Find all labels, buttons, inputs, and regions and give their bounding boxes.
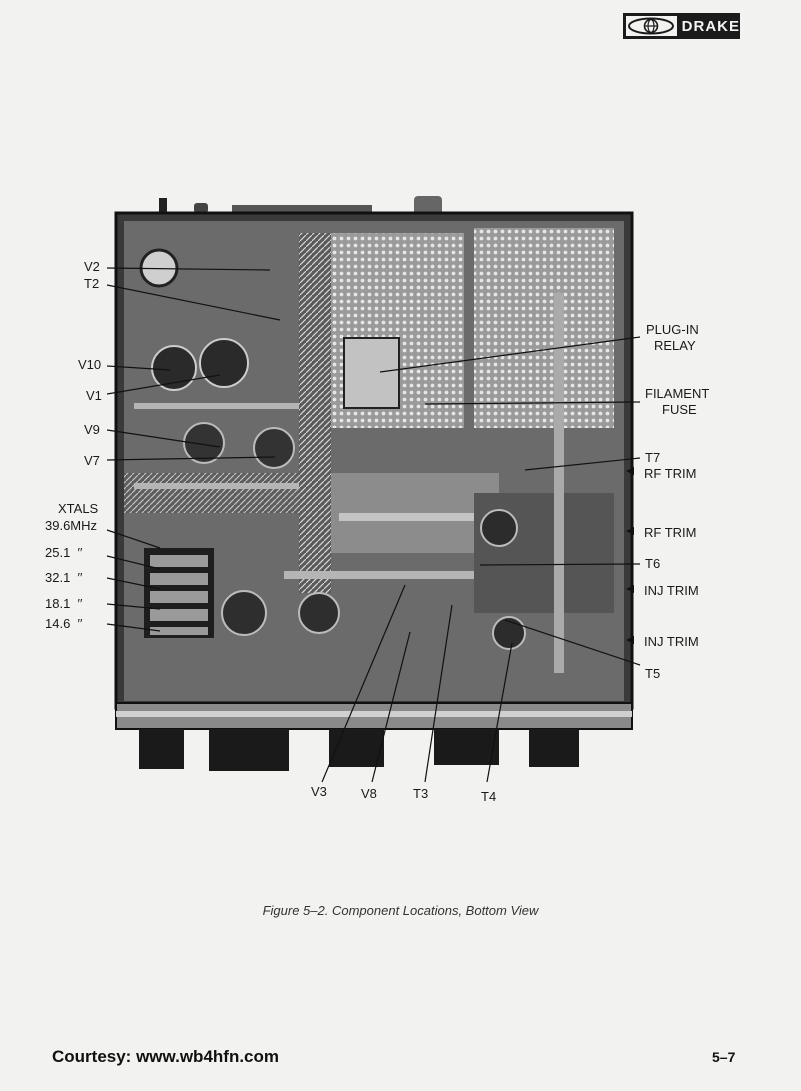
brand-name: DRAKE — [681, 17, 740, 35]
label-t5: T5 — [645, 666, 661, 681]
label-t3: T3 — [413, 786, 429, 801]
label-t7: T7 — [645, 450, 661, 465]
label-25-1: 25.1 ′′ — [45, 545, 83, 560]
label-v8: V8 — [361, 786, 377, 801]
globe-logo-icon — [626, 16, 677, 36]
label-xtals: XTALS — [58, 501, 99, 516]
label-filament: FILAMENT — [645, 386, 710, 401]
receiver-chassis-photo — [114, 196, 634, 771]
label-t4: T4 — [481, 789, 497, 804]
label-v9: V9 — [84, 422, 100, 437]
label-rf-trim-2: RF TRIM — [644, 525, 697, 540]
label-t2: T2 — [84, 276, 100, 291]
courtesy-footer: Courtesy: www.wb4hfn.com — [52, 1047, 280, 1066]
label-v10: V10 — [78, 357, 102, 372]
label-32-1: 32.1 ′′ — [45, 570, 83, 585]
figure-caption: Figure 5–2. Component Locations, Bottom … — [262, 903, 539, 918]
label-plug-in: PLUG-IN — [646, 322, 699, 337]
label-t6: T6 — [645, 556, 661, 571]
label-v1: V1 — [86, 388, 102, 403]
label-inj-trim-2: INJ TRIM — [644, 634, 699, 649]
page-number: 5–7 — [712, 1049, 736, 1065]
label-14-6: 14.6 ′′ — [45, 616, 83, 631]
label-39-6mhz: 39.6MHz — [45, 518, 98, 533]
label-v7: V7 — [84, 453, 100, 468]
label-18-1: 18.1 ′′ — [45, 596, 83, 611]
label-v2: V2 — [84, 259, 100, 274]
drake-logo: DRAKE — [623, 13, 740, 39]
label-fuse: FUSE — [662, 402, 697, 417]
label-rf-trim-1: RF TRIM — [644, 466, 697, 481]
label-relay: RELAY — [654, 338, 696, 353]
label-inj-trim-1: INJ TRIM — [644, 583, 699, 598]
label-v3: V3 — [311, 784, 327, 799]
